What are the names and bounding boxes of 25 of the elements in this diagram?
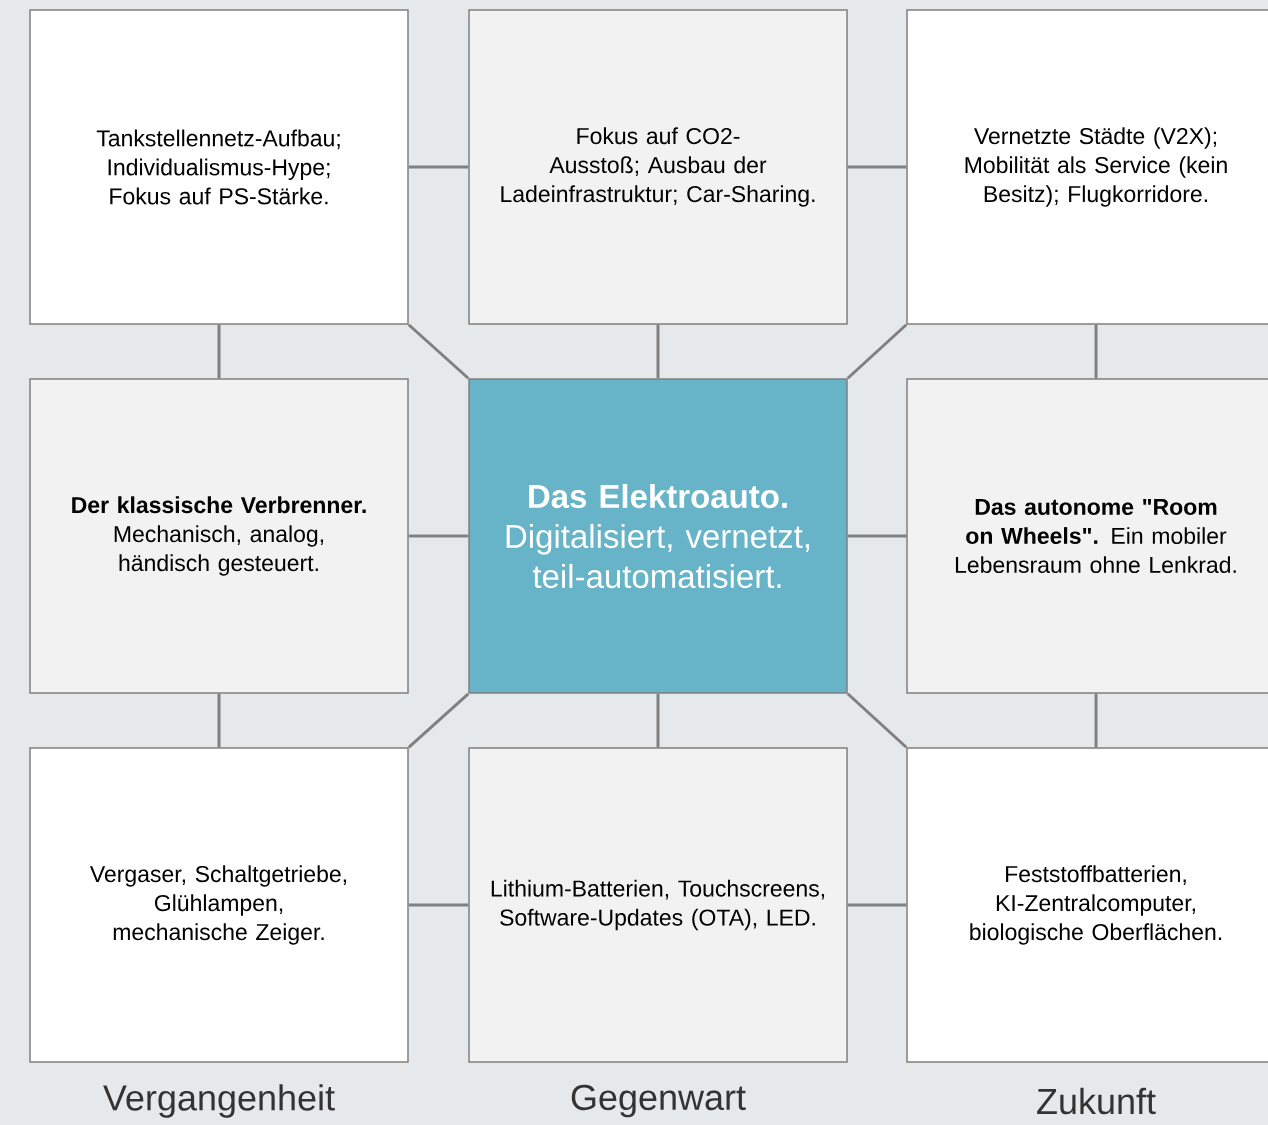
connector-line [656,693,660,748]
connector-line [408,534,469,538]
connector-line [1094,324,1098,379]
connector-line [846,323,908,380]
text-box: Lithium-Batterien, Touchscreens, Software-Updates (OTA), LED. [468,747,848,1063]
connector-line [407,692,470,749]
connector-line [407,323,470,380]
text-box: Der klassische Verbrenner. Mechanisch, analog, händisch gesteuert. [29,378,409,694]
text-box: Das autonome "Room on Wheels". Ein mobiler Lebensraum ohne Lenkrad. [906,378,1268,694]
connector-line [1094,693,1098,748]
text-box: Vergaser, Schaltgetriebe, Glühlampen, mechanische Zeiger. [29,747,409,1063]
connector-line [217,693,221,748]
connector-line [847,903,907,907]
connector-line [408,165,469,169]
text-box: Tankstellennetz-Aufbau; Individualismus-Hype; Fokus auf PS-Stärke. [29,9,409,325]
connector-line [656,324,660,379]
connector-line [846,692,908,749]
connector-line [847,165,907,169]
connector-line [217,324,221,379]
text-box: Feststoffbatterien, KI-Zentralcomputer, biologische Oberflächen. [906,747,1268,1063]
highlight-box: Das Elektroauto. Digitalisiert, vernetzt, teil-automatisiert. [468,378,848,694]
connector-line [408,903,469,907]
text-box: Vernetzte Städte (V2X); Mobilität als Service (kein Besitz); Flugkorridore. [906,9,1268,325]
connector-line [847,534,907,538]
text-box: Fokus auf CO2-Ausstoß; Ausbau der Ladeinfrastruktur; Car-Sharing. [468,9,848,325]
